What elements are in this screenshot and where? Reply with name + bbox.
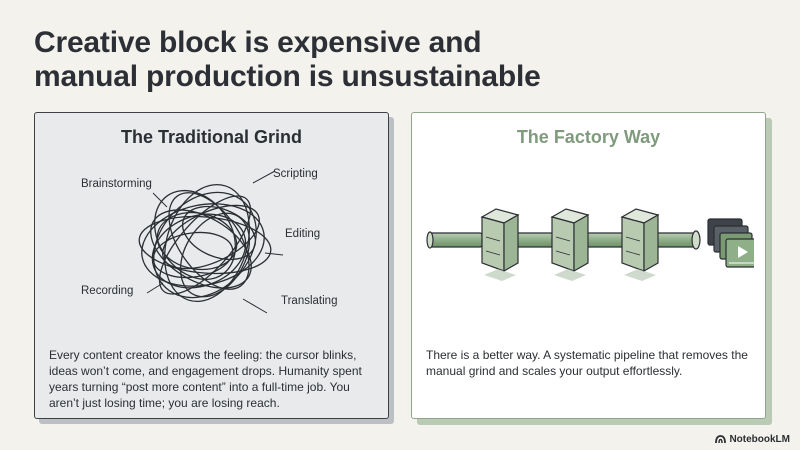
notebooklm-brand: NotebookLM bbox=[715, 434, 790, 445]
traditional-grind-heading: The Traditional Grind bbox=[120, 127, 302, 147]
label-recording: Recording bbox=[81, 285, 134, 297]
brand-name: NotebookLM bbox=[729, 434, 790, 445]
title-line-1: Creative block is expensive and bbox=[34, 26, 482, 59]
factory-pipeline-illustration bbox=[426, 208, 754, 281]
traditional-grind-card: The Traditional Grind Brainstorm bbox=[34, 112, 389, 419]
notebooklm-logo-icon bbox=[715, 435, 727, 444]
label-editing: Editing bbox=[285, 228, 321, 240]
title-line-2: manual production is unsustainable bbox=[34, 60, 541, 93]
factory-way-heading: The Factory Way bbox=[516, 127, 661, 147]
label-brainstorming: Brainstorming bbox=[81, 178, 152, 190]
factory-way-description: There is a better way. A systematic pipe… bbox=[426, 348, 748, 378]
page-title: Creative block is expensive and manual p… bbox=[34, 26, 541, 94]
traditional-grind-description: Every content creator knows the feeling:… bbox=[49, 348, 362, 410]
tangled-scribble-illustration bbox=[138, 170, 284, 314]
label-scripting: Scripting bbox=[273, 168, 318, 180]
label-translating: Translating bbox=[281, 295, 338, 307]
factory-way-card: The Factory Way bbox=[411, 112, 766, 419]
